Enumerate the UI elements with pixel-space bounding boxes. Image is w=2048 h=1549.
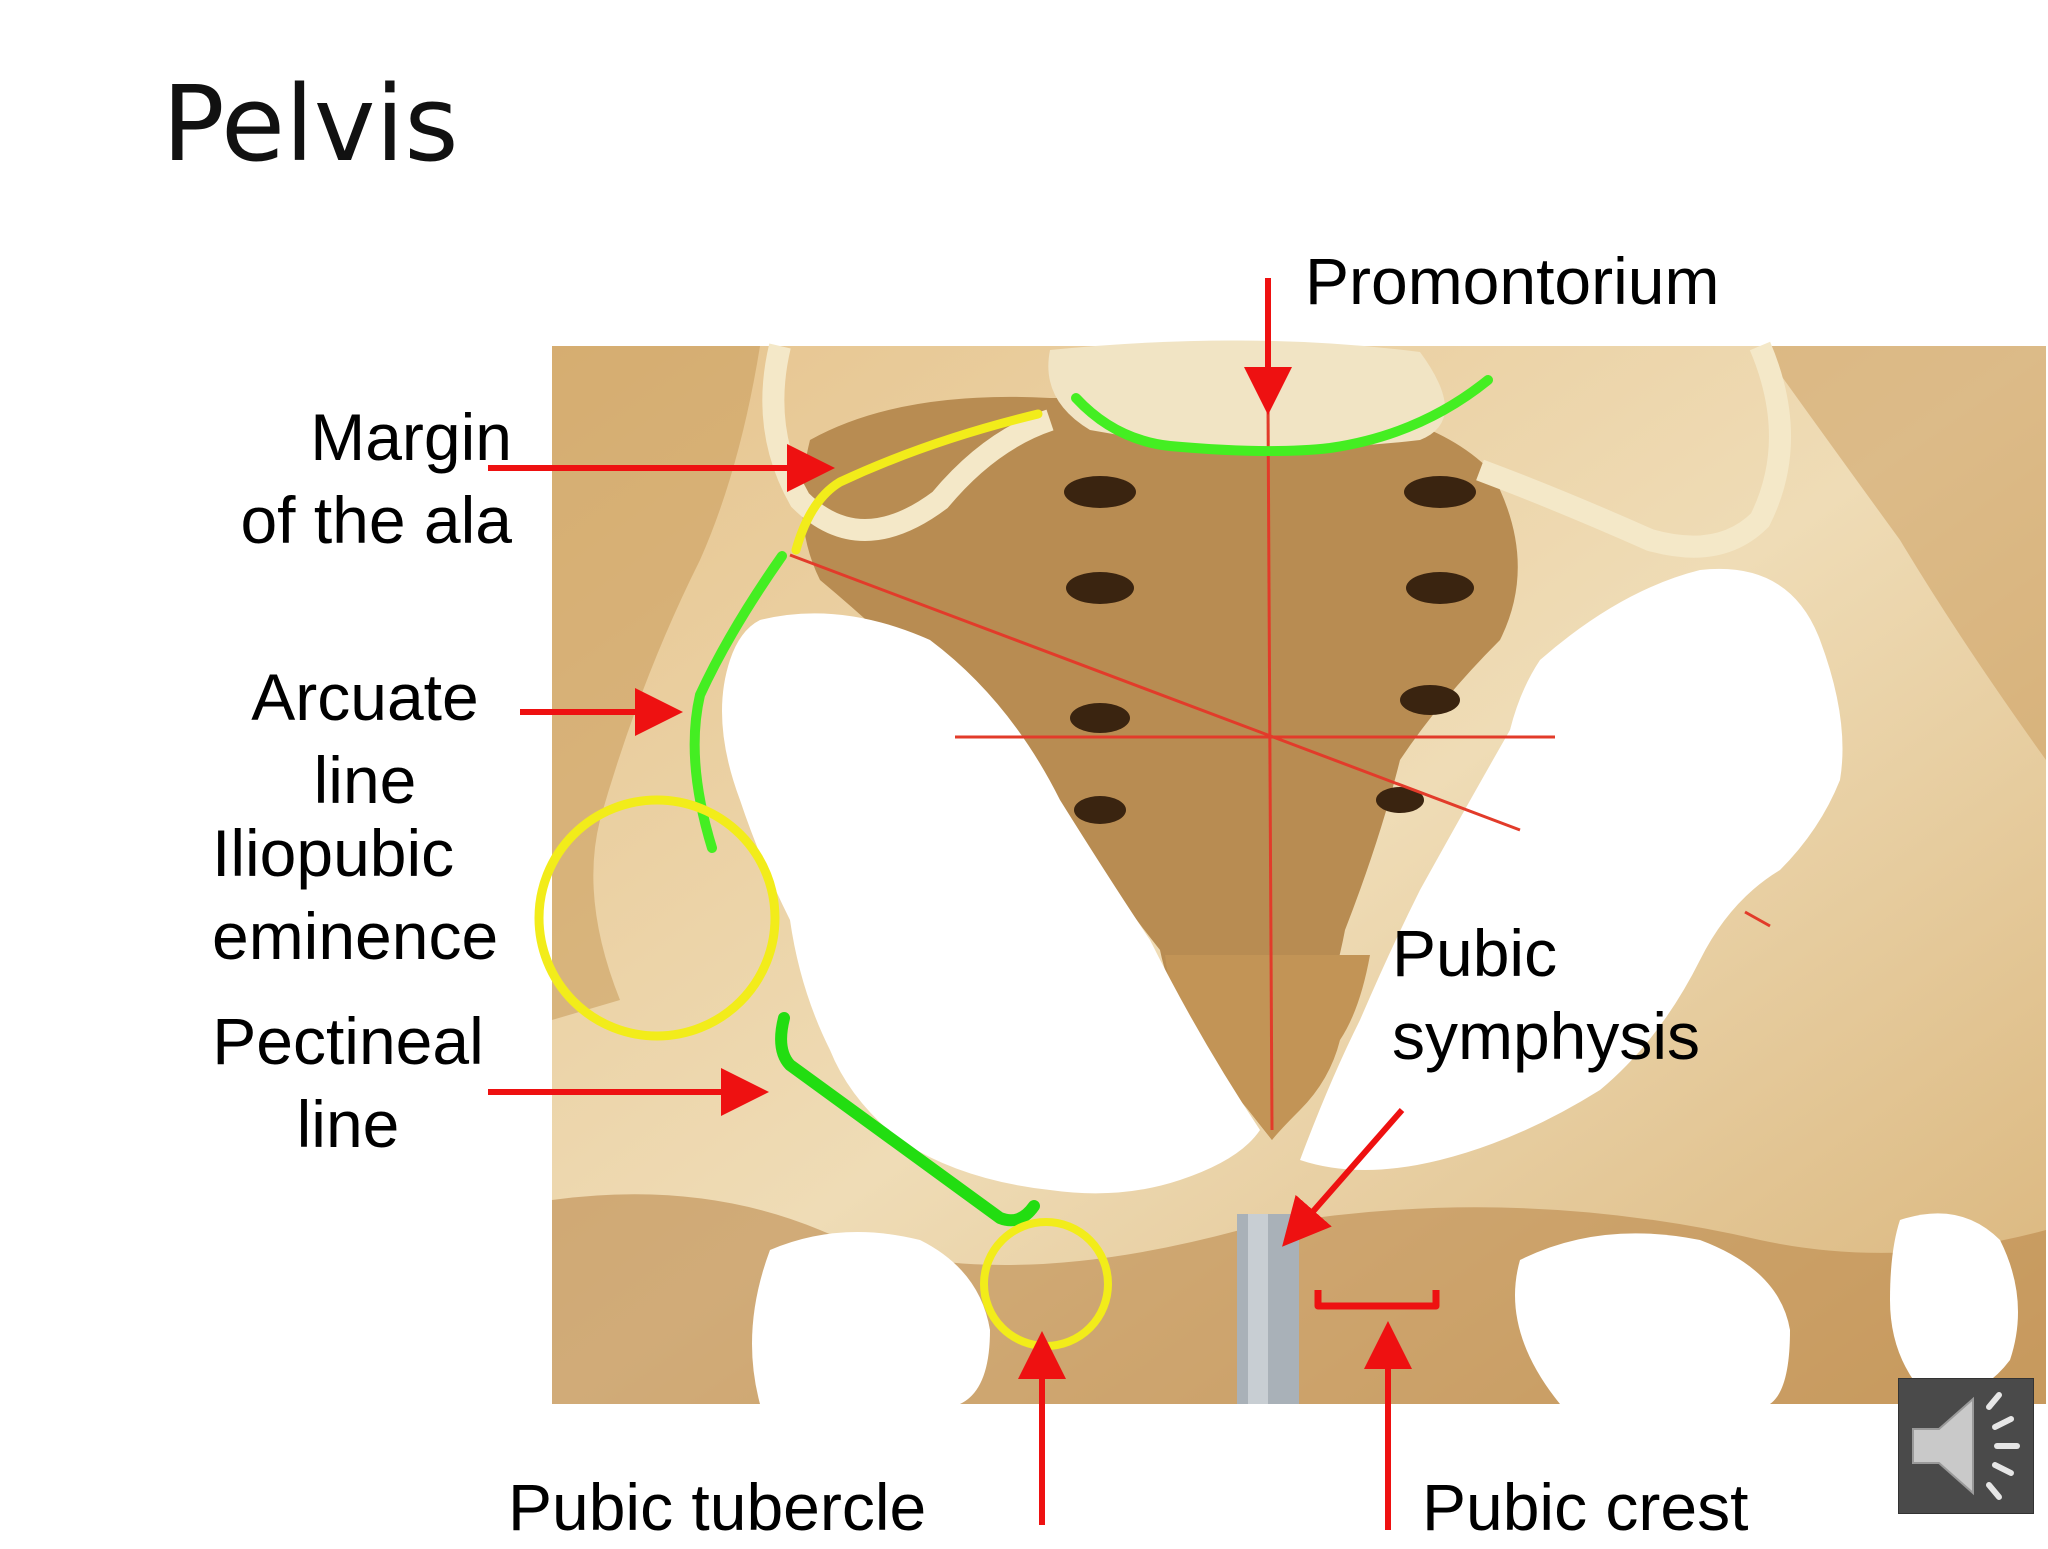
ala-ring xyxy=(762,343,1054,541)
label-arcuate-line-2: line xyxy=(313,742,417,817)
label-symphysis-line-2: symphysis xyxy=(1392,998,1701,1073)
label-pectineal-line-2: line xyxy=(296,1086,400,1161)
ala-ring-right xyxy=(1476,341,1791,558)
sacral-foramina xyxy=(1064,476,1476,824)
oblique-axis xyxy=(789,553,1521,832)
label-arcuate-line-1: Arcuate xyxy=(251,660,479,734)
slide-title: Pelvis xyxy=(162,63,459,185)
coccyx xyxy=(1165,955,1370,1140)
pointer-arrows xyxy=(488,278,1412,1530)
label-pubic-crest: Pubic crest xyxy=(1422,1470,1749,1544)
label-iliopubic-line-1: Iliopubic xyxy=(212,816,455,890)
label-pectineal-line-1: Pectineal xyxy=(212,1004,484,1078)
speaker-icon xyxy=(1912,1392,2020,1500)
label-symphysis-line-1: Pubic xyxy=(1392,916,1558,990)
ala-margin-curve xyxy=(791,409,1043,555)
promontorium-curve xyxy=(1071,375,1493,457)
label-margin-line-1: Margin xyxy=(310,400,512,474)
label-iliopubic-eminence: Iliopubic eminence xyxy=(212,812,498,977)
label-iliopubic-line-2: eminence xyxy=(212,898,499,973)
bone-shading-right xyxy=(1760,346,2046,760)
vertical-axis xyxy=(1266,403,1274,1131)
pelvis-illustration xyxy=(552,340,2046,1404)
audio-button[interactable] xyxy=(1898,1378,2034,1514)
arcuate-line-curve xyxy=(689,551,787,853)
bone-shading-left xyxy=(552,346,760,1020)
label-pubic-tubercle: Pubic tubercle xyxy=(508,1470,927,1544)
obturator-right xyxy=(1515,1233,1790,1404)
obturator-far-right xyxy=(1890,1213,2018,1400)
label-pectineal-line: Pectineal line xyxy=(212,1000,484,1165)
obturator-left xyxy=(752,1232,990,1404)
pubic-crest-bracket xyxy=(1314,1290,1440,1310)
opening-right xyxy=(1300,568,1843,1170)
label-promontorium: Promontorium xyxy=(1305,244,1720,318)
label-pubic-symphysis: Pubic symphysis xyxy=(1392,912,1700,1077)
arrow-pubic-symphysis xyxy=(1282,1108,1405,1247)
label-margin-line-2: of the ala xyxy=(240,482,512,557)
right-tick xyxy=(1744,910,1771,928)
sacrum xyxy=(802,396,1518,1140)
iliopubic-eminence-circle xyxy=(534,795,780,1041)
symphysis-highlight xyxy=(1248,1214,1268,1404)
sacral-axes xyxy=(789,403,1771,1131)
label-arcuate-line: Arcuate line xyxy=(240,656,490,821)
opening-left xyxy=(722,613,1260,1194)
pectineal-line-curve xyxy=(775,1012,1040,1227)
label-margin-of-ala: Margin of the ala xyxy=(240,396,512,561)
